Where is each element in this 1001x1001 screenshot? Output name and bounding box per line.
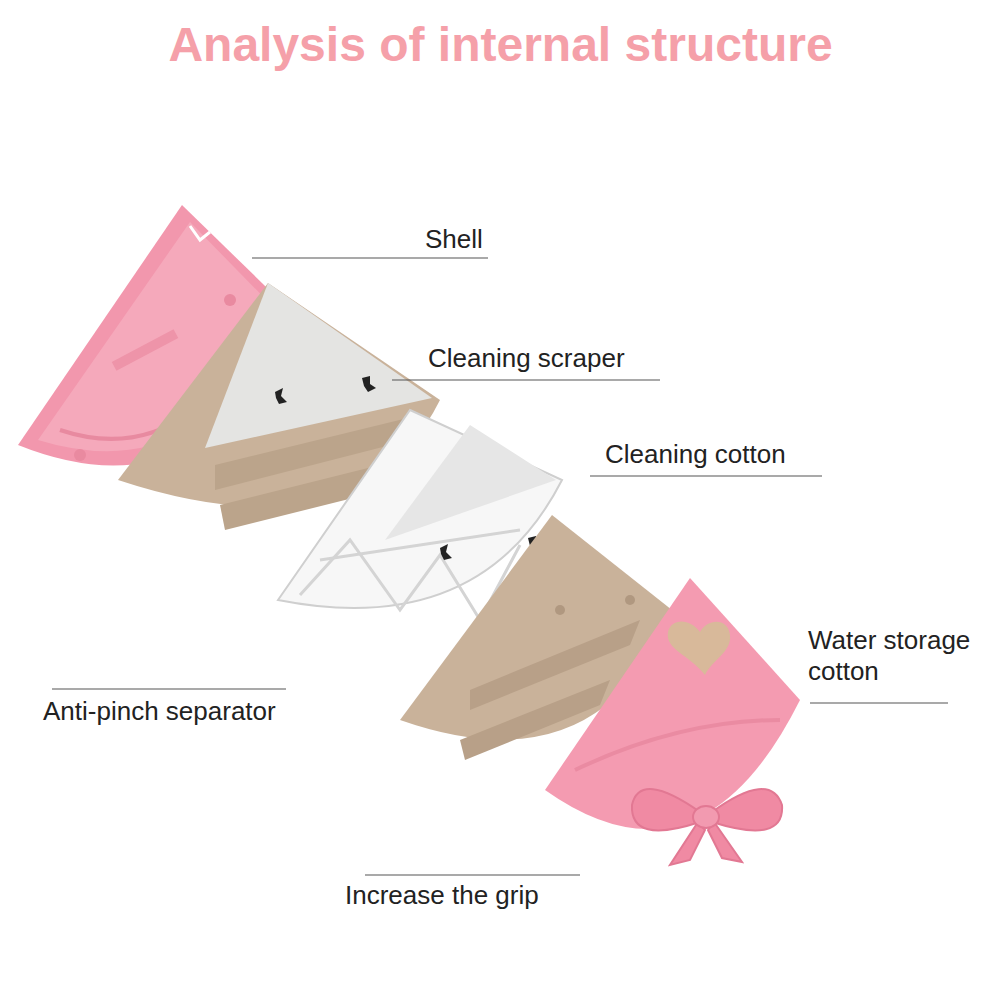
leader-lines	[52, 258, 948, 875]
part-label: Water storage cotton	[808, 625, 996, 687]
part-label: Shell	[425, 224, 483, 255]
leader-line	[810, 702, 948, 703]
leader-line	[52, 688, 286, 689]
leader-line	[392, 379, 660, 380]
part-label: Cleaning scraper	[428, 343, 625, 374]
leader-line	[590, 475, 822, 476]
leader-line	[365, 874, 580, 875]
page-title: Analysis of internal structure	[0, 16, 1001, 74]
part-label: Anti-pinch separator	[43, 696, 276, 727]
bow-grip	[632, 789, 782, 865]
part-label: Cleaning cotton	[605, 439, 786, 470]
leader-line	[252, 257, 488, 258]
grip-piece	[545, 578, 800, 865]
part-label: Increase the grip	[345, 880, 539, 911]
